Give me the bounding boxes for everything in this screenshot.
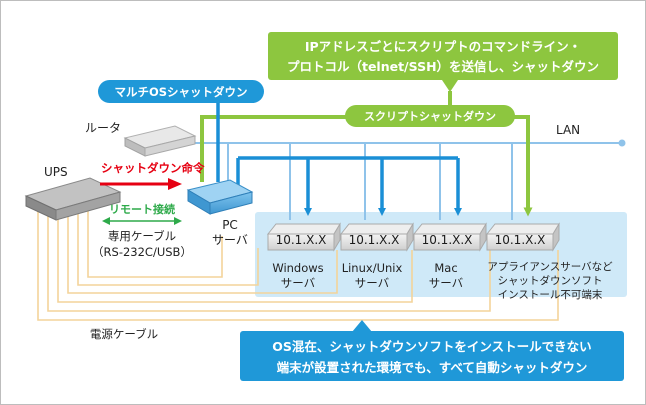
cable-label-line2: （RS-232C/USB）	[92, 245, 192, 259]
script-callout-tail	[442, 80, 458, 92]
server-ip: 10.1.X.X	[495, 233, 546, 247]
shutdown-command-label: シャットダウン命令	[101, 161, 205, 175]
server-ip: 10.1.X.X	[349, 233, 400, 247]
remote-label: リモート接続	[109, 202, 175, 216]
pc-label-line1: PC	[222, 218, 238, 232]
server-name-line2: サーバ	[429, 276, 464, 290]
server-name-line2: サーバ	[355, 276, 390, 290]
pc-label-line2: サーバ	[212, 233, 248, 247]
server-name-line1: Linux/Unix	[342, 261, 403, 275]
server-device	[485, 222, 560, 252]
script-callout	[268, 32, 618, 80]
ups-label: UPS	[44, 165, 68, 179]
router-device	[123, 125, 197, 157]
multi-os-pill	[98, 80, 264, 103]
router-label: ルータ	[85, 121, 121, 135]
script-callout-line1: IPアドレスごとにスクリプトのコマンドライン・	[305, 39, 581, 54]
server-name-line3: インストール不可端末	[498, 288, 603, 301]
script-shutdown-label: スクリプトシャットダウン	[364, 109, 496, 123]
lan-label: LAN	[556, 123, 580, 137]
server-name-line1: Mac	[434, 261, 457, 275]
bottom-callout-line2: 端末が設置された環境でも、すべて自動シャットダウン	[277, 360, 588, 375]
server-ip: 10.1.X.X	[422, 233, 473, 247]
ups-device	[24, 177, 122, 221]
bottom-callout-tail	[352, 320, 372, 332]
server-name-line2: サーバ	[281, 276, 316, 290]
shutdown-command-arrowhead	[168, 178, 182, 190]
bottom-callout-line1: OS混在、シャットダウンソフトをインストールできない	[272, 339, 591, 354]
server-device	[339, 222, 414, 252]
server-ip: 10.1.X.X	[276, 233, 327, 247]
pc-server-device	[186, 179, 254, 215]
cable-label-line1: 専用ケーブル	[108, 229, 176, 243]
bottom-callout	[240, 331, 624, 381]
power-cables	[37, 205, 559, 321]
server-device	[412, 222, 487, 252]
multi-os-path	[216, 103, 462, 216]
remote-arrow-right	[174, 217, 182, 225]
remote-arrow-left	[102, 217, 110, 225]
server-name-line1: Windows	[272, 261, 323, 275]
server-name-line1: アプライアンスサーバなど	[487, 261, 613, 273]
power-cable-label: 電源ケーブル	[90, 327, 158, 341]
lan-lines	[165, 142, 622, 220]
server-name-line2: シャットダウンソフト	[498, 274, 603, 287]
script-callout-line2: プロトコル（telnet/SSH）を送信し、シャットダウン	[287, 59, 599, 74]
server-device	[266, 222, 341, 252]
multi-os-label: マルチOSシャットダウン	[114, 85, 247, 99]
script-shutdown-pill	[345, 105, 515, 127]
lan-endpoint	[618, 139, 626, 147]
